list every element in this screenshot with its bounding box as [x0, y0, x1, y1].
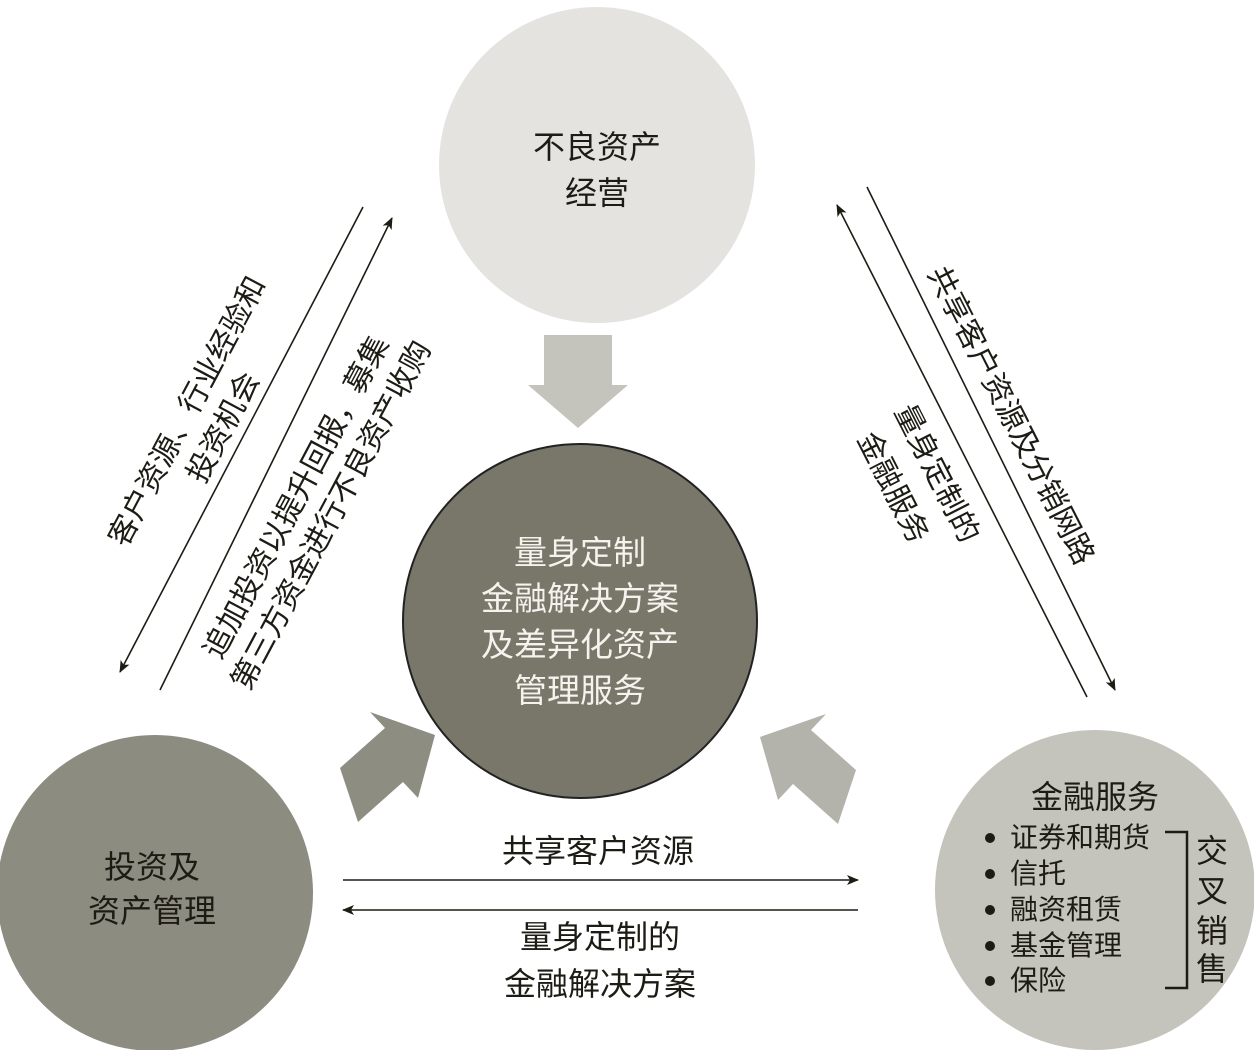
left-link-arrow-down: [119, 206, 364, 673]
node-left-label-1: 投资及: [104, 848, 200, 886]
service-item: 保险: [1010, 964, 1066, 997]
node-top-circle: [439, 7, 755, 323]
bullet-icon: [985, 905, 995, 915]
service-item: 证券和期货: [1010, 821, 1150, 854]
node-left-label-2: 资产管理: [88, 892, 216, 930]
service-item: 基金管理: [1010, 929, 1122, 962]
bullet-icon: [985, 833, 995, 843]
node-center-label-2: 金融解决方案: [481, 579, 679, 618]
arrow-right-to-center: [760, 714, 856, 824]
bottom-link-upper: 共享客户资源: [502, 832, 694, 870]
bullet-icon: [985, 976, 995, 986]
node-center-circle: [402, 443, 758, 799]
service-list: 证券和期货 信托 融资租赁 基金管理 保险: [985, 821, 1150, 997]
node-right-title: 金融服务: [1031, 778, 1159, 816]
bullet-icon: [985, 941, 995, 951]
arrow-left-to-center: [340, 712, 435, 822]
bottom-link-lower-2: 金融解决方案: [504, 965, 696, 1003]
cross-sell-char: 销: [1196, 912, 1228, 950]
node-center-label-3: 及差异化资产: [481, 625, 679, 664]
right-link-arrow-down: [866, 186, 1116, 691]
service-item: 融资租赁: [1010, 893, 1122, 926]
node-center-label-4: 管理服务: [514, 671, 646, 710]
right-link-arrow-up: [836, 204, 1088, 698]
left-link-arrow-up: [159, 217, 393, 691]
node-left-circle: [0, 735, 313, 1050]
cross-sell-char: 叉: [1196, 872, 1228, 910]
node-top-label-2: 经营: [565, 174, 629, 212]
cross-sell-char: 售: [1196, 950, 1228, 988]
node-right-circle: [935, 730, 1254, 1050]
node-center-label-1: 量身定制: [514, 533, 646, 572]
bottom-link-lower-1: 量身定制的: [520, 918, 680, 956]
cross-sell-bracket: [1165, 830, 1189, 990]
node-top-label-1: 不良资产: [533, 128, 661, 166]
cross-sell-char: 交: [1196, 832, 1228, 870]
arrow-top-to-center: [528, 335, 628, 428]
service-item: 信托: [1010, 857, 1066, 890]
bullet-icon: [985, 869, 995, 879]
